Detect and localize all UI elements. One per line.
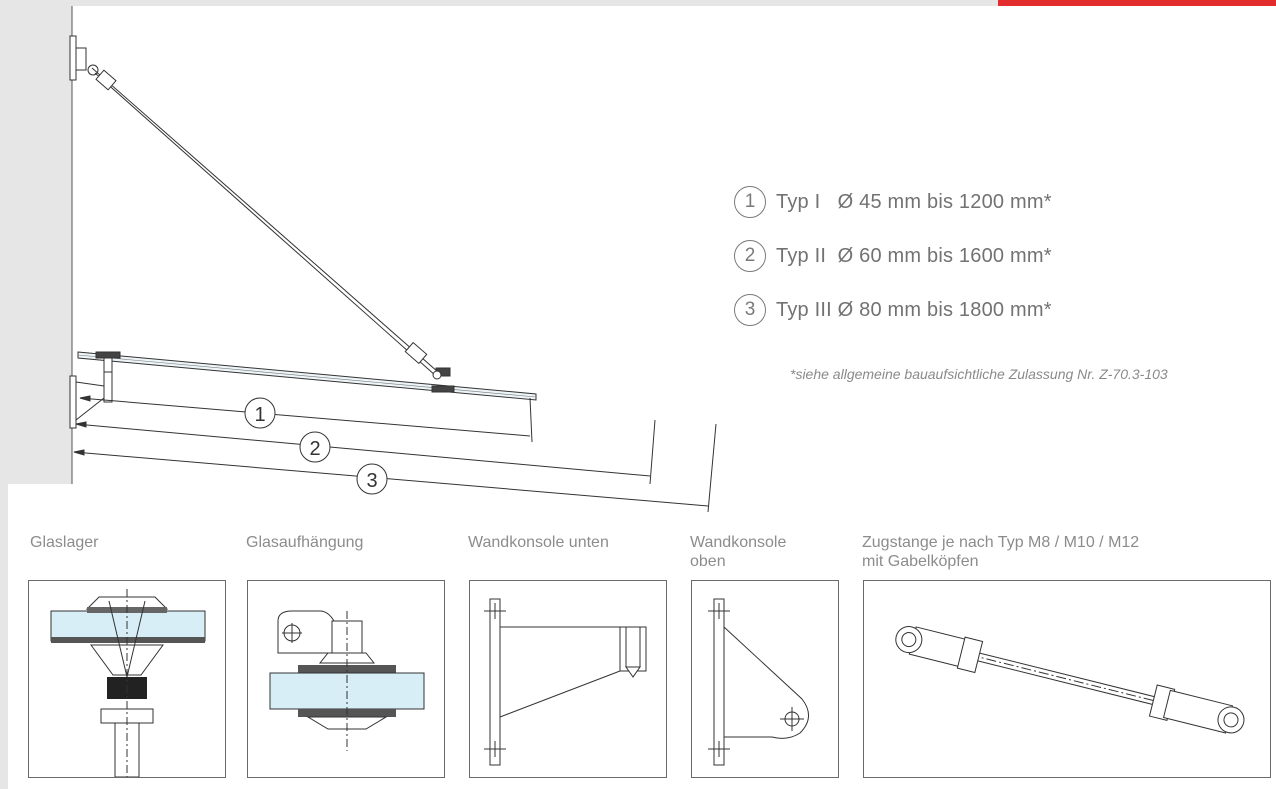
legend-text: Typ I Ø 45 mm bis 1200 mm* [776, 190, 1052, 213]
wall [8, 6, 72, 484]
lower-wall-bracket [69, 375, 105, 429]
approval-footnote: *siehe allgemeine bauaufsichtliche Zulas… [790, 366, 1168, 382]
detail-label-wandkonsole-unten: Wandkonsole unten [468, 534, 609, 551]
legend-text: Typ II Ø 60 mm bis 1600 mm* [776, 244, 1052, 267]
accent-bar [998, 0, 1276, 6]
upper-bracket-drawing [708, 598, 809, 766]
detail-label-glasaufhaengung: Glasaufhängung [246, 534, 364, 551]
legend-row-1: 1 Typ I Ø 45 mm bis 1200 mm* [734, 175, 1052, 229]
legend-number: 1 [734, 186, 766, 218]
detail-box-wandkonsole-oben [691, 580, 839, 778]
detail-label-zugstange: Zugstange je nach Typ M8 / M10 / M12 mit… [862, 534, 1140, 570]
detail-box-wandkonsole-unten [469, 580, 667, 778]
legend-number: 2 [734, 240, 766, 272]
glass-hanger-drawing [269, 610, 425, 751]
detail-label-wandkonsole-oben: Wandkonsole oben [690, 534, 787, 570]
legend-row-3: 3 Typ III Ø 80 mm bis 1800 mm* [734, 283, 1052, 337]
dimension-marker-1: 1 [244, 397, 276, 429]
dimension-lines [73, 395, 717, 513]
detail-box-zugstange [863, 580, 1271, 778]
legend-row-2: 2 Typ II Ø 60 mm bis 1600 mm* [734, 229, 1052, 283]
dimension-marker-2: 2 [299, 431, 331, 463]
type-legend: 1 Typ I Ø 45 mm bis 1200 mm* 2 Typ II Ø … [734, 175, 1052, 337]
upper-wall-bracket [69, 35, 99, 81]
legend-number: 3 [734, 294, 766, 326]
lower-bracket-drawing [484, 598, 647, 766]
glass-panel [77, 351, 537, 401]
detail-label-glaslager: Glaslager [30, 534, 99, 551]
canopy-drawing: 1 2 3 [8, 6, 717, 513]
tie-rod-drawing [895, 626, 1245, 734]
left-edge [0, 0, 8, 789]
tie-rod [91, 67, 439, 377]
dimension-marker-3: 3 [356, 463, 388, 495]
svg-text:3: 3 [366, 470, 377, 492]
detail-box-glaslager [28, 580, 226, 778]
detail-box-glasaufhaengung [247, 580, 445, 778]
glass-bearing [95, 351, 121, 403]
glass-bearing-drawing [50, 589, 206, 777]
svg-text:2: 2 [309, 438, 320, 460]
legend-text: Typ III Ø 80 mm bis 1800 mm* [776, 298, 1052, 321]
svg-text:1: 1 [254, 404, 265, 426]
glass-hanger [431, 367, 455, 393]
top-band [0, 0, 1276, 6]
